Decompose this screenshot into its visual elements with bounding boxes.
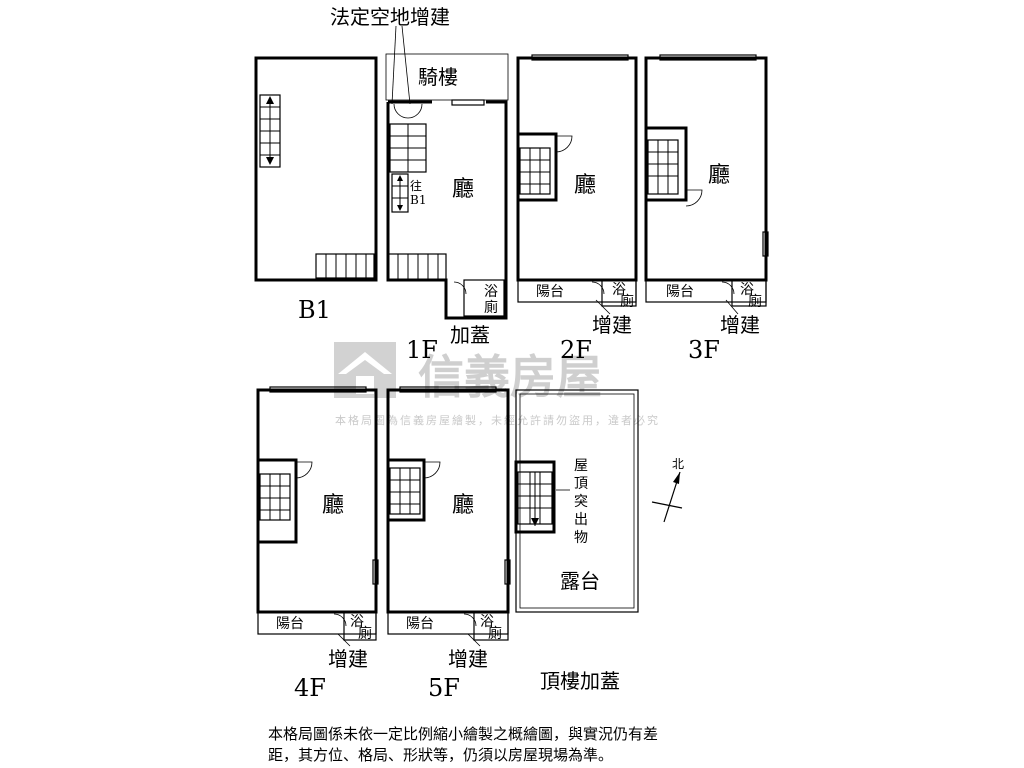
3f-bath-line2: 廁 — [748, 293, 762, 310]
1f-bath-line1: 浴 — [484, 284, 498, 300]
floor-4f: 廳 陽台 浴 廁 增建 4F — [256, 386, 379, 702]
floor-2f: 廳 陽台 浴 廁 增建 2F — [516, 54, 638, 364]
rooftop-protrusion-char-5: 物 — [574, 530, 588, 546]
2f-addition: 增建 — [592, 313, 632, 337]
floor-label-1f: 1F — [406, 336, 438, 364]
disclaimer-line-2: 距，其方位、格局、形狀等，仍須以房屋現場為準。 — [268, 746, 614, 764]
north-arrow-icon: 北 — [651, 457, 684, 523]
label-legal-open-space-addition: 法定空地增建 — [330, 5, 450, 29]
5f-stair — [386, 458, 441, 522]
5f-bath-line2: 廁 — [488, 625, 502, 642]
floor-label-3f: 3F — [688, 336, 720, 364]
floor-label-5f: 5F — [428, 674, 460, 702]
1f-bath-line2: 廁 — [484, 299, 498, 316]
rooftop-terrace: 露台 — [560, 569, 600, 593]
b1-stair-vertical — [259, 94, 281, 168]
3f-hall-label: 廳 — [708, 163, 730, 188]
floor-b1: B1 — [254, 56, 378, 324]
2f-balcony: 陽台 — [536, 284, 564, 300]
rooftop-protrusion-char-2: 頂 — [574, 476, 588, 492]
1f-stair-to-b1: 往 B1 — [391, 173, 426, 213]
4f-bath-line2: 廁 — [358, 625, 372, 642]
5f-balcony: 陽台 — [406, 616, 434, 632]
1f-addition-cover: 加蓋 — [450, 323, 490, 347]
4f-hall-label: 廳 — [322, 493, 344, 518]
b1-stair-horizontal — [315, 253, 375, 279]
floor-label-4f: 4F — [294, 674, 326, 702]
watermark: 信義房屋 本格局圖為信義房屋繪製，未經允許請勿盜用，違者必究 — [334, 342, 660, 427]
label-to-b1-line2: B1 — [410, 193, 426, 207]
floor-1f: 法定空地增建 騎樓 往 B1 — [330, 5, 509, 364]
3f-bath-line1: 浴 — [740, 282, 754, 298]
3f-addition: 增建 — [720, 313, 760, 337]
2f-bath-line2: 廁 — [620, 293, 634, 310]
rooftop-stair — [514, 460, 556, 534]
3f-stair — [644, 126, 703, 207]
5f-hall-label: 廳 — [452, 493, 474, 518]
2f-stair — [516, 132, 573, 202]
label-to-b1-line1: 往 — [410, 178, 422, 193]
4f-addition: 增建 — [328, 647, 368, 671]
rooftop-protrusion-char-3: 突 — [574, 494, 588, 510]
1f-stair-upper — [389, 123, 427, 173]
4f-balcony: 陽台 — [276, 616, 304, 632]
rooftop-protrusion-char-1: 屋 — [574, 458, 588, 474]
1f-stair-lower — [387, 253, 447, 281]
floor-3f: 廳 陽台 浴 廁 增建 3F — [644, 54, 769, 364]
floor-5f: 廳 陽台 浴 廁 增建 5F — [386, 386, 511, 702]
2f-hall-label: 廳 — [574, 173, 596, 198]
3f-balcony: 陽台 — [666, 284, 694, 300]
5f-bath-line1: 浴 — [480, 614, 494, 630]
north-label: 北 — [672, 457, 684, 471]
1f-hall-label: 廳 — [452, 177, 474, 202]
disclaimer: 本格局圖係未依一定比例縮小繪製之概繪圖，與實況仍有差 距，其方位、格局、形狀等，… — [268, 724, 758, 766]
watermark-notice: 本格局圖為信義房屋繪製，未經允許請勿盜用，違者必究 — [335, 413, 660, 427]
floor-label-2f: 2F — [560, 336, 592, 364]
watermark-brand: 信義房屋 — [418, 350, 602, 404]
5f-addition: 增建 — [448, 647, 488, 671]
label-arcade: 騎樓 — [418, 65, 458, 89]
disclaimer-line-1: 本格局圖係未依一定比例縮小繪製之概繪圖，與實況仍有差 — [268, 725, 659, 743]
2f-bath-line1: 浴 — [612, 282, 626, 298]
floor-label-b1: B1 — [298, 296, 331, 324]
4f-bath-line1: 浴 — [350, 614, 364, 630]
rooftop-addition-label: 頂樓加蓋 — [540, 669, 620, 693]
4f-stair — [256, 458, 313, 544]
floor-rooftop: 屋 頂 突 出 物 露台 頂樓加蓋 — [514, 389, 639, 693]
rooftop-protrusion-char-4: 出 — [574, 512, 588, 528]
